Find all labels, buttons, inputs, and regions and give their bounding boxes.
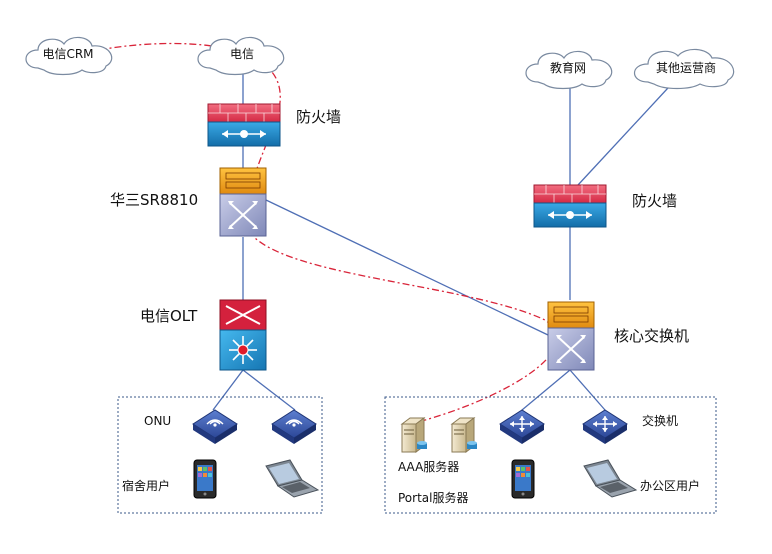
aaa-server-icon xyxy=(400,417,427,453)
firewall-right-label: 防火墙 xyxy=(632,192,678,210)
phone-icon-office xyxy=(511,459,535,499)
phone-icon-dorm xyxy=(193,459,217,499)
link-core-switch2 xyxy=(569,369,606,411)
firewall-left-icon xyxy=(207,103,281,147)
access-switch-icon-1 xyxy=(499,409,545,444)
portal-server-label: Portal服务器 xyxy=(398,491,469,505)
onu-icon-2 xyxy=(271,409,317,444)
onu-icon-1 xyxy=(192,409,238,444)
links xyxy=(212,65,681,411)
cloud-other-isp-label: 其他运营商 xyxy=(656,60,716,75)
olt-label: 电信OLT xyxy=(140,307,198,325)
switch-label: 交换机 xyxy=(642,414,679,428)
olt-icon xyxy=(219,299,267,371)
cloud-telecom-label: 电信 xyxy=(230,47,254,61)
cloud-crm-label: 电信CRM xyxy=(42,47,93,61)
cloud-edu: 教育网 xyxy=(525,50,613,90)
cloud-other-isp: 其他运营商 xyxy=(633,48,735,90)
link-olt-onu1 xyxy=(212,369,244,411)
link-router-core xyxy=(265,199,549,336)
firewall-right-icon xyxy=(533,184,607,228)
access-switch-icon-2 xyxy=(582,409,628,444)
cloud-crm: 电信CRM xyxy=(25,36,113,76)
link-other-firewall xyxy=(577,74,681,186)
office-users-label: 办公区用户 xyxy=(640,479,701,493)
router-icon xyxy=(219,167,267,237)
aaa-server-label: AAA服务器 xyxy=(398,460,460,474)
cloud-telecom: 电信 xyxy=(197,36,285,76)
auth-path xyxy=(84,42,558,423)
laptop-icon-dorm xyxy=(265,459,320,498)
office-area-box xyxy=(384,396,717,514)
dorm-area-box xyxy=(117,396,323,514)
core-switch-label: 核心交换机 xyxy=(614,327,690,345)
router-label: 华三SR8810 xyxy=(110,191,199,209)
cloud-edu-label: 教育网 xyxy=(550,60,586,75)
onu-label: ONU xyxy=(144,414,172,428)
portal-server-icon xyxy=(450,417,477,453)
laptop-icon-office xyxy=(583,459,638,498)
dorm-users-label: 宿舍用户 xyxy=(122,479,171,493)
firewall-left-label: 防火墙 xyxy=(296,108,342,126)
link-core-switch1 xyxy=(521,369,571,411)
link-olt-onu2 xyxy=(242,369,296,411)
core-switch-icon xyxy=(547,301,595,371)
